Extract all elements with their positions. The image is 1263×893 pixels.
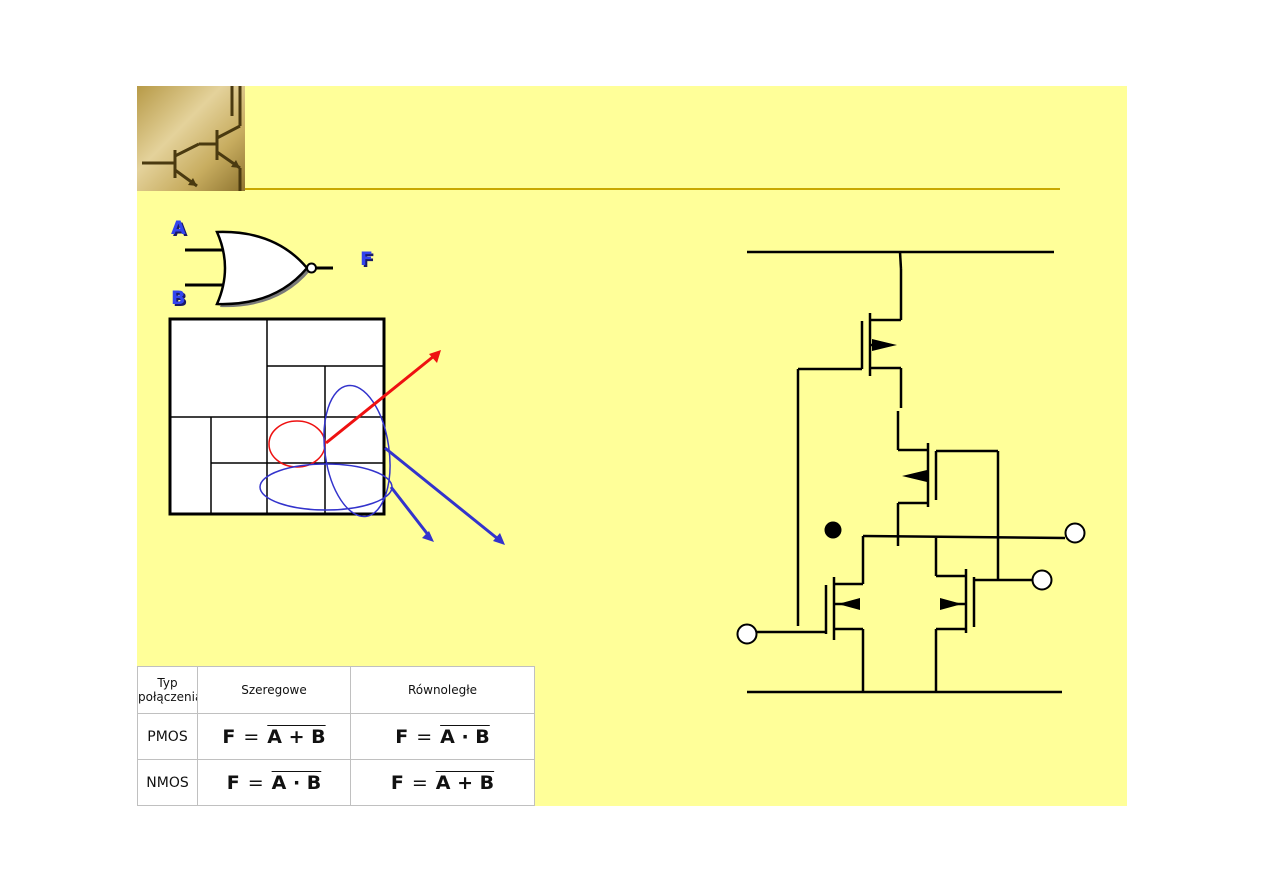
formula-rhs: A + B — [267, 725, 326, 748]
header-rule — [245, 188, 1060, 190]
formula-cell: F = A · B — [197, 759, 351, 806]
table-row: PMOS F = A + B F = A · B — [137, 713, 535, 760]
formula-lhs: F — [395, 725, 409, 748]
karnaugh-map — [168, 317, 505, 545]
row-type-nmos: NMOS — [137, 759, 198, 806]
header-connection-type: Typ połączenia — [137, 666, 198, 714]
nor-gate-icon — [185, 230, 333, 308]
formula-cell: F = A · B — [350, 713, 535, 760]
header-parallel: Równoległe — [350, 666, 535, 714]
gate-input-b-label: B — [171, 287, 186, 309]
formula-eq: = — [247, 771, 264, 794]
gate-output-f-label: F — [360, 248, 373, 270]
formula-cell: F = A + B — [350, 759, 535, 806]
formula-lhs: F — [222, 725, 236, 748]
formula-rhs: A · B — [440, 725, 490, 748]
formula-eq: = — [411, 771, 428, 794]
formula-eq: = — [416, 725, 433, 748]
formula-rhs: A · B — [271, 771, 322, 794]
connection-type-table: Typ połączenia Szeregowe Równoległe PMOS… — [137, 666, 535, 806]
formula-lhs: F — [390, 771, 404, 794]
cmos-nor-circuit — [736, 250, 1086, 694]
formula-cell: F = A + B — [197, 713, 351, 760]
table-row: NMOS F = A · B F = A + B — [137, 759, 535, 806]
row-type-pmos: PMOS — [137, 713, 198, 760]
formula-lhs: F — [226, 771, 240, 794]
table-header-row: Typ połączenia Szeregowe Równoległe — [137, 666, 535, 714]
formula-eq: = — [243, 725, 260, 748]
slide: A B F — [137, 86, 1127, 806]
header-series: Szeregowe — [197, 666, 351, 714]
formula-rhs: A + B — [435, 771, 495, 794]
gate-input-a-label: A — [171, 217, 186, 239]
transistor-logo-icon — [137, 86, 245, 191]
